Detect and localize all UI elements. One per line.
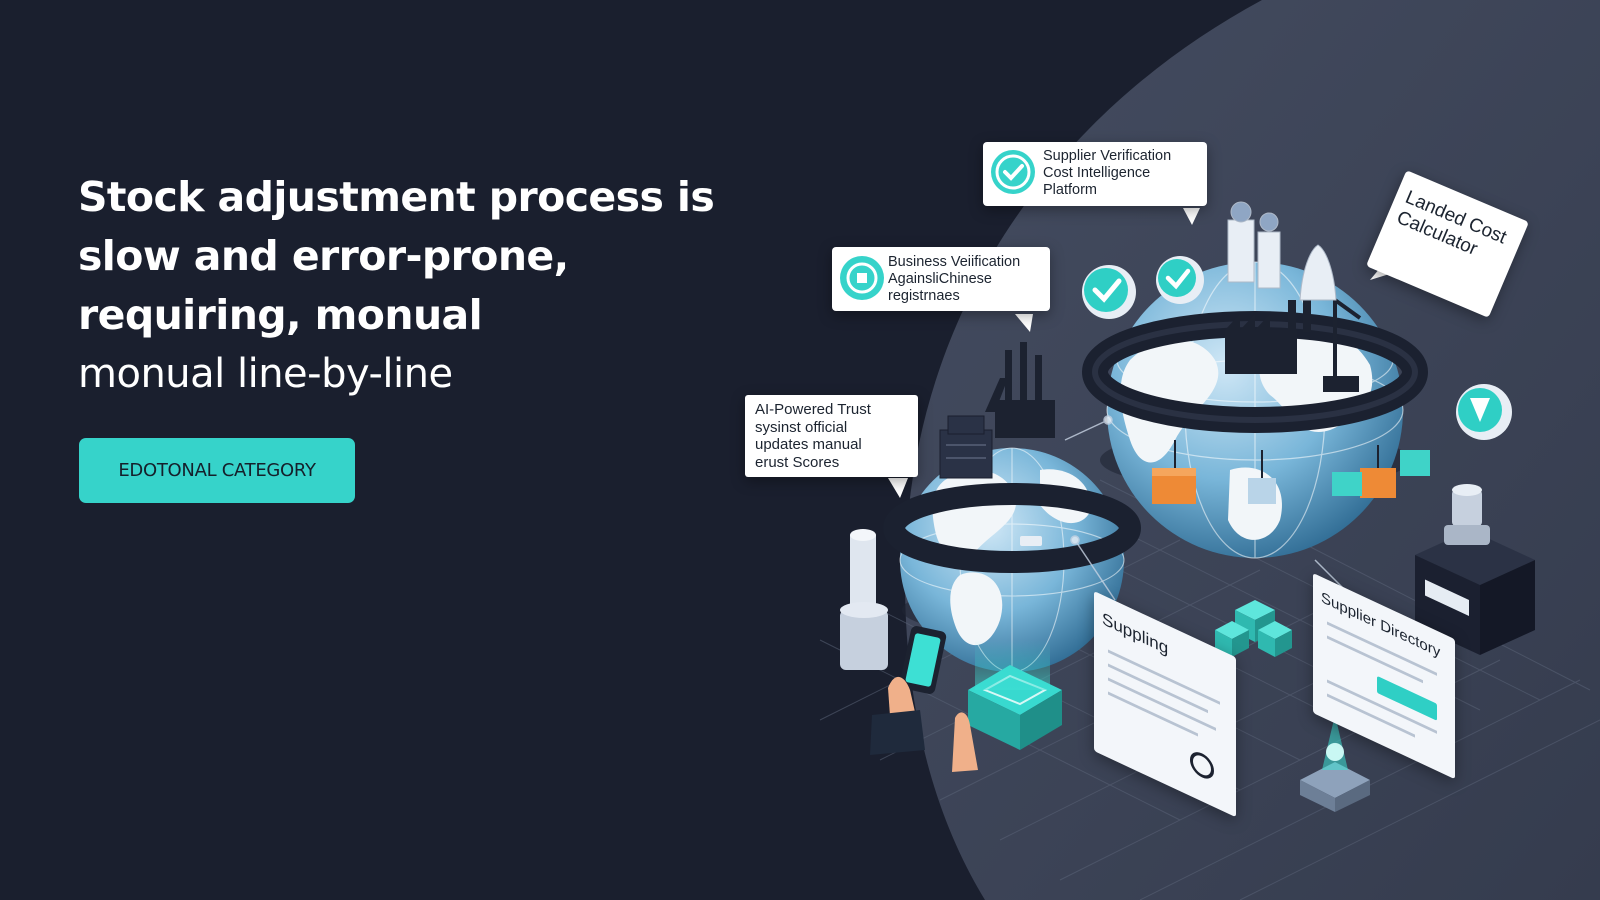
callout-line: Business Veiification bbox=[888, 254, 1021, 270]
globe-left bbox=[883, 342, 1141, 673]
hero-headline: Stock adjustment process is slow and err… bbox=[78, 168, 758, 403]
callout-line: registrnaes bbox=[888, 288, 960, 304]
server-icon bbox=[939, 415, 993, 479]
hologram-pedestal bbox=[1300, 715, 1370, 812]
check-icon bbox=[1082, 265, 1136, 319]
callout-line: Platform bbox=[1043, 182, 1097, 198]
callout-line: erust Scores bbox=[755, 453, 840, 471]
callout-line: updates manual bbox=[755, 436, 862, 453]
category-button[interactable]: EDOTONAL CATEGORY bbox=[79, 438, 355, 503]
headline-line: Stock adjustment process is bbox=[78, 173, 715, 221]
refresh-icon bbox=[840, 256, 884, 300]
check-icon bbox=[991, 150, 1035, 194]
headline-line: requiring, monual bbox=[78, 291, 483, 339]
cargo-boxes bbox=[1152, 440, 1430, 504]
cylinder-prop bbox=[1444, 484, 1490, 545]
callout-ai-trust: AI-Powered Trust sysinst official update… bbox=[745, 395, 918, 477]
chip-platform bbox=[968, 640, 1062, 750]
seal-icon bbox=[1190, 747, 1214, 783]
smartphone-icon bbox=[870, 626, 947, 755]
callout-line: Supplier Verification bbox=[1043, 148, 1172, 164]
shield-icon bbox=[1456, 384, 1512, 440]
hand-icon bbox=[952, 712, 978, 772]
callout-line: Cost Intelligence bbox=[1043, 165, 1151, 181]
cooling-towers bbox=[1227, 201, 1337, 301]
callout-supplier-verification: Supplier Verification Cost Intelligence … bbox=[983, 142, 1207, 206]
connection-lines bbox=[1064, 415, 1346, 601]
text-line bbox=[1108, 677, 1216, 731]
directory-button[interactable] bbox=[1377, 675, 1437, 721]
factory-icon bbox=[985, 342, 1055, 438]
callout-line: AI-Powered Trust bbox=[755, 401, 871, 418]
server-icon bbox=[1415, 530, 1535, 655]
globe-right bbox=[1082, 201, 1430, 559]
callout-business-verification: Business Veiification AgainsliChinese re… bbox=[832, 247, 1050, 311]
factory-icon bbox=[1225, 292, 1311, 374]
headline-subline: monual line-by-line bbox=[78, 351, 453, 397]
headline-line: slow and error-prone, bbox=[78, 232, 569, 280]
crane-icon bbox=[1323, 298, 1362, 392]
cylinder-prop bbox=[840, 529, 888, 670]
check-icon bbox=[1156, 256, 1204, 304]
continent bbox=[950, 572, 1003, 646]
callout-line: sysinst official bbox=[755, 418, 848, 436]
callout-line: AgainsliChinese bbox=[888, 271, 992, 287]
